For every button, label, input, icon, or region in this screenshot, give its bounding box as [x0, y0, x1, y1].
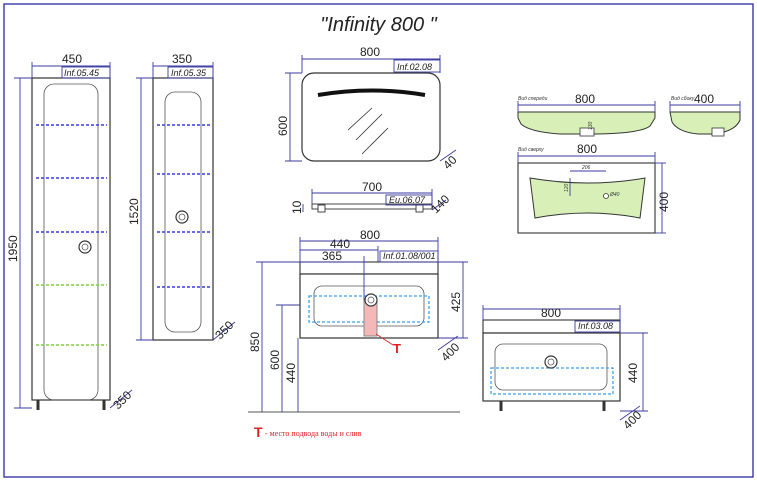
basin-front-label: Вид спереди	[518, 96, 548, 102]
water-supply-marker: Т	[393, 341, 401, 356]
column-350-height: 1520	[127, 198, 141, 225]
column-450-view	[14, 62, 133, 410]
vanity-alt-view	[482, 305, 648, 421]
column-350-code: Inf.05.35	[171, 68, 207, 78]
column-450-height: 1950	[6, 235, 20, 262]
column-350-width: 350	[172, 52, 192, 66]
vanity-alt-width: 800	[541, 306, 561, 320]
vanity-floor-600: 600	[268, 350, 282, 370]
vanity-alt-code: Inf.03.08	[578, 321, 613, 331]
mirror-depth: 40	[440, 153, 460, 173]
shelf-code: Eu.06.07	[389, 195, 426, 205]
vanity-alt-depth: 400	[620, 408, 644, 432]
basin-top-dim-b: 206	[581, 165, 591, 171]
legend-text: - место подвода воды и слив	[265, 429, 362, 438]
mirror-height: 600	[276, 116, 290, 136]
column-350-view	[136, 62, 236, 341]
column-450-code: Inf.05.45	[64, 68, 100, 78]
mirror-code: Inf.02.08	[397, 62, 432, 72]
basin-top-depth: 400	[657, 192, 671, 212]
vanity-inner-width: 440	[330, 237, 350, 251]
basin-front-inner-dim: 130	[588, 121, 594, 130]
legend: Т - место подвода воды и слив	[254, 424, 362, 440]
sheet-frame	[3, 3, 754, 478]
vanity-view	[248, 237, 468, 413]
vanity-floor-850: 850	[248, 332, 262, 352]
page-title: "Infinity 800 "	[320, 14, 437, 36]
vanity-drain-offset: 365	[322, 249, 342, 263]
basin-top-dim-a: 120	[564, 183, 570, 192]
shelf-height: 10	[290, 200, 304, 214]
column-450-width: 450	[62, 52, 82, 66]
basin-top-dim-c: Ø40	[609, 192, 620, 198]
vanity-code: Inf.01.08/001	[383, 251, 436, 261]
basin-side-label: Вид сбоку	[671, 96, 695, 102]
shelf-view	[302, 189, 447, 213]
drain-icon	[603, 193, 609, 199]
mirror-width: 800	[360, 45, 380, 59]
basin-side-view	[669, 101, 741, 137]
vanity-width: 800	[360, 228, 380, 242]
basin-front-view	[517, 101, 656, 137]
basin-top-view	[517, 152, 666, 234]
basin-top-label: Вид сверху	[518, 147, 544, 153]
vanity-depth: 400	[438, 340, 462, 364]
basin-top-width: 800	[577, 142, 597, 156]
vanity-height: 425	[449, 292, 463, 312]
vanity-alt-height: 440	[626, 363, 640, 383]
basin-side-width: 400	[694, 92, 714, 106]
column-350-depth: 350	[212, 318, 236, 342]
basin-front-width: 800	[575, 92, 595, 106]
mirror-view	[285, 55, 457, 162]
vanity-floor-440: 440	[284, 363, 298, 383]
legend-marker: Т	[254, 424, 263, 440]
shelf-width: 700	[362, 180, 382, 194]
